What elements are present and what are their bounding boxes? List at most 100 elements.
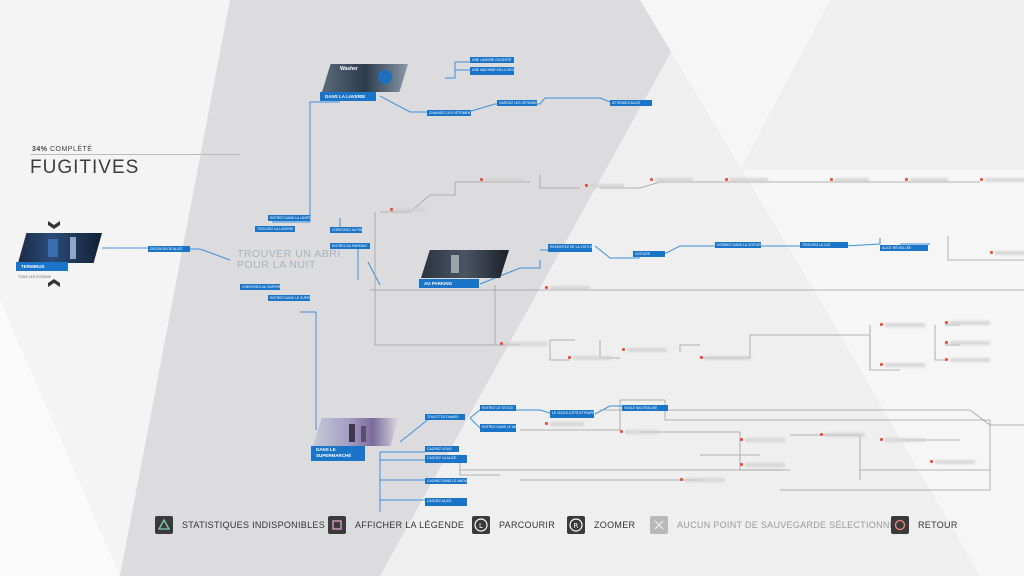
node-voiture[interactable]: VOITURE	[633, 251, 665, 257]
locked-node	[825, 433, 865, 437]
triangle-icon	[155, 516, 173, 534]
lock-marker-icon	[680, 478, 683, 481]
locked-node	[485, 178, 525, 182]
locked-node	[985, 178, 1024, 182]
node-decision-alice[interactable]: DÉCISION DE ALICE	[148, 246, 190, 252]
svg-text:R: R	[574, 522, 579, 530]
node-machine-seche[interactable]: UNE MACHINE EN LA SECHE DE ALICE	[470, 67, 514, 75]
node-toilettes-dames[interactable]: TOILETTES DAMES	[425, 414, 465, 420]
locked-node	[885, 438, 925, 442]
node-gardez-vetements[interactable]: GARDEZ LES VÊTEMENTS	[497, 100, 537, 106]
legend-item-zoom[interactable]: R ZOOMER	[567, 515, 635, 535]
lock-marker-icon	[620, 430, 623, 433]
node-entrez-supermarche[interactable]: ENTREZ DANS LE SUPERMARCHÉ	[268, 295, 310, 301]
right-stick-icon: R	[567, 516, 585, 534]
chevron-up-icon	[48, 279, 60, 287]
locked-node	[995, 251, 1024, 255]
locked-node	[395, 208, 425, 212]
node-attendez-alice[interactable]: ATTENDEZ ALICE	[610, 100, 652, 106]
legend-item-back[interactable]: RETOUR	[891, 515, 958, 535]
legend-bar: STATISTIQUES INDISPONIBLES AFFICHER LA L…	[0, 512, 1024, 540]
node-cherchez-supermarche[interactable]: CHERCHEZ AU SUPERMARCHÉ	[240, 284, 280, 290]
lock-marker-icon	[740, 463, 743, 466]
node-dormez-voiture[interactable]: DORMEZ DANS LA VOITURE	[715, 242, 761, 248]
lock-marker-icon	[568, 356, 571, 359]
locked-node	[505, 342, 547, 346]
lock-marker-icon	[545, 422, 548, 425]
chapter-title: FUGITIVES	[30, 157, 140, 178]
lock-marker-icon	[930, 460, 933, 463]
node-remontez-voiture[interactable]: REMONTEZ DE LA VOITURE	[548, 244, 592, 252]
laverie-thumbnail[interactable]: Washer	[322, 64, 408, 92]
parking-thumbnail[interactable]	[421, 250, 509, 278]
lock-marker-icon	[820, 433, 823, 436]
lock-marker-icon	[880, 438, 883, 441]
parking-node-label[interactable]: AU PARKING	[419, 279, 479, 288]
node-trouvez-laverie[interactable]: TROUVEZ LA LAVERIE	[255, 226, 295, 232]
locked-node	[835, 178, 869, 182]
lock-marker-icon	[945, 321, 948, 324]
locked-node	[950, 358, 990, 362]
supermarche-thumbnail[interactable]	[313, 418, 399, 446]
locked-node	[745, 463, 785, 467]
lock-marker-icon	[700, 356, 703, 359]
lock-marker-icon	[650, 178, 653, 181]
lock-marker-icon	[545, 286, 548, 289]
locked-node	[573, 356, 611, 360]
lock-marker-icon	[725, 178, 728, 181]
left-stick-icon: L	[472, 516, 490, 534]
node-cherchez-parking[interactable]: CHERCHEZ AU PARKING	[330, 227, 362, 233]
legend-item-no-checkpoint: AUCUN POINT DE SAUVEGARDE SÉLECTIONNÉ	[650, 515, 896, 535]
svg-text:L: L	[479, 522, 483, 530]
locked-node	[625, 430, 659, 434]
start-thumbnail[interactable]	[18, 233, 102, 263]
lock-marker-icon	[830, 178, 833, 181]
locked-node	[705, 356, 751, 360]
node-vigile-neutralise[interactable]: VIGILE NEUTRALISÉ	[622, 405, 668, 411]
completion-percent: 34% COMPLÉTÉ	[32, 146, 93, 153]
locked-node	[950, 341, 990, 345]
circle-icon	[891, 516, 909, 534]
legend-item-show-legend[interactable]: AFFICHER LA LÉGENDE	[328, 515, 464, 535]
lock-marker-icon	[622, 348, 625, 351]
lock-marker-icon	[390, 208, 393, 211]
lock-marker-icon	[740, 438, 743, 441]
node-changez-vetements[interactable]: CHANGEZ LES VÊTEMENTS	[427, 110, 471, 116]
lock-marker-icon	[990, 251, 993, 254]
node-laverie-ouverte[interactable]: UNE LAVERIE OUVERTE	[470, 57, 514, 63]
locked-node	[590, 184, 624, 188]
start-node-sub: TOUS LES ÉCRANS	[18, 275, 51, 279]
lock-marker-icon	[480, 178, 483, 181]
node-entrez-parking[interactable]: ENTREZ AU PARKING	[330, 243, 370, 249]
node-cachez-alice[interactable]: CACHEZ LA ALICE	[425, 455, 467, 463]
node-vigile-attrape[interactable]: LE VIGILE A ÉTÉ ATTRAPÉ	[550, 410, 594, 418]
node-trouvez-cle[interactable]: TROUVEZ LA CLÉ	[800, 242, 848, 248]
chevron-down-icon	[48, 221, 60, 229]
laverie-node-label[interactable]: DANS LA LAVERIE	[320, 92, 376, 101]
legend-item-browse[interactable]: L PARCOURIR	[472, 515, 555, 535]
locked-node	[627, 348, 667, 352]
node-cachez-vous[interactable]: CACHEZ-VOUS	[425, 446, 459, 452]
node-entrez-laverie[interactable]: ENTREZ DANS LA LAVERIE	[268, 215, 310, 221]
locked-node	[935, 460, 975, 464]
locked-node	[885, 323, 925, 327]
lock-marker-icon	[500, 342, 503, 345]
start-node-label[interactable]: TERMINUS	[16, 262, 68, 271]
node-entrez-stock[interactable]: ENTREZ LE STOCK	[480, 405, 516, 411]
locked-node	[910, 178, 948, 182]
node-cachez-alice-2[interactable]: CACHEZ ALICE	[425, 498, 467, 506]
lock-marker-icon	[880, 363, 883, 366]
locked-node	[685, 478, 725, 482]
square-icon	[328, 516, 346, 534]
lock-marker-icon	[945, 341, 948, 344]
lock-marker-icon	[905, 178, 908, 181]
node-alice-reveillee[interactable]: ALICE RÉVEILLÉE	[880, 245, 928, 251]
node-cachez-magasin[interactable]: CACHEZ DANS LE MAGASIN	[425, 478, 467, 484]
node-entrez-magasin[interactable]: ENTREZ DANS LE MAGASIN	[480, 424, 516, 432]
locked-node	[885, 363, 925, 367]
legend-item-statistics[interactable]: STATISTIQUES INDISPONIBLES	[155, 515, 325, 535]
